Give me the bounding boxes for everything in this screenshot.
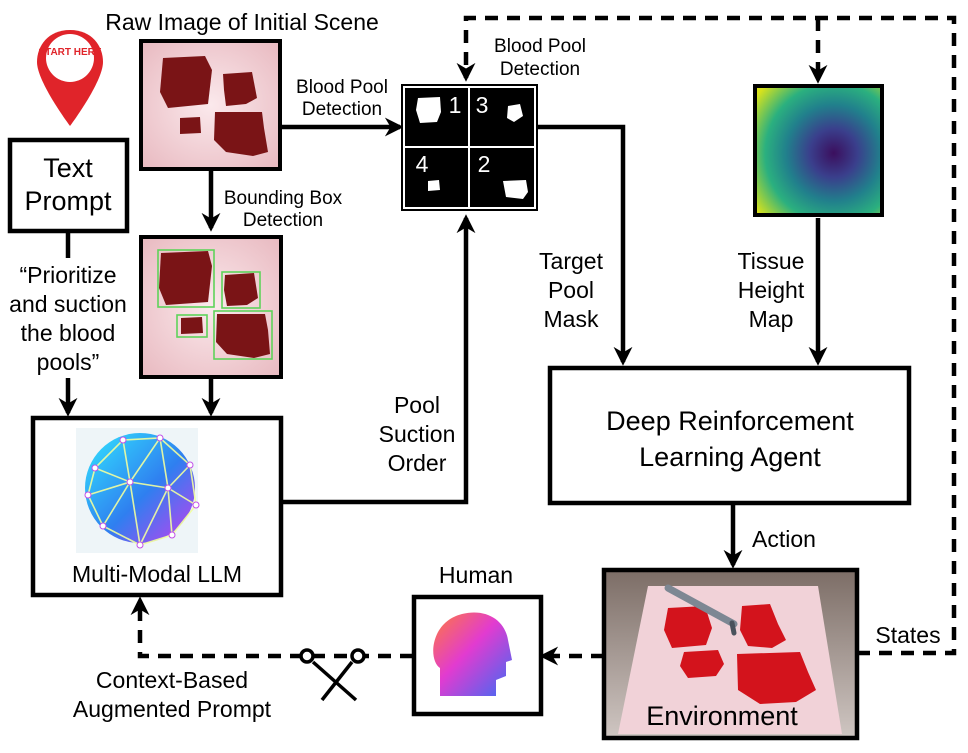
svg-text:Mask: Mask	[544, 306, 599, 332]
raw-image	[139, 39, 282, 171]
text-prompt-line-2: Prompt	[24, 186, 112, 216]
text-prompt-line-1: Text	[43, 153, 93, 183]
blood-pool-detection-label-top-2: Detection	[500, 59, 580, 80]
svg-text:Tissue: Tissue	[738, 248, 805, 274]
bbox-detection-label-2: Detection	[243, 210, 323, 231]
blood-pool-detection-label-left-1: Blood Pool	[296, 77, 388, 98]
pool-mask-grid: 1 3 4 2	[401, 84, 538, 211]
arrow-grid-to-agent	[537, 124, 633, 366]
svg-text:Pool: Pool	[394, 392, 440, 418]
sphere-network-icon	[76, 428, 200, 553]
pool-suction-order-label: Pool Suction Order	[379, 392, 456, 476]
arrow-llm-to-grid	[282, 214, 476, 505]
svg-text:Height: Height	[738, 277, 805, 303]
tissue-height-map	[753, 84, 884, 217]
svg-text:and suction: and suction	[9, 291, 127, 317]
surgical-tool-icon	[664, 584, 738, 636]
drl-agent-line-2: Learning Agent	[639, 442, 821, 472]
bbox-detection-label-1: Bounding Box	[224, 188, 343, 209]
arrow-human-to-llm	[130, 596, 413, 659]
scissors-icon	[299, 648, 366, 702]
svg-text:pools”: pools”	[37, 349, 100, 375]
human-head-icon	[433, 612, 525, 696]
drl-agent-line-1: Deep Reinforcement	[606, 406, 854, 436]
blood-pool-detection-label-top-1: Blood Pool	[494, 36, 586, 57]
llm-label: Multi-Modal LLM	[72, 561, 242, 587]
text-prompt-box	[7, 137, 130, 234]
blood-pool-detection-label-left-2: Detection	[302, 99, 382, 120]
start-label: START HERE	[38, 47, 101, 58]
svg-text:Pool: Pool	[548, 277, 594, 303]
prompt-quote: “Prioritize and suction the blood pools”	[9, 262, 127, 375]
dashed-connectors	[130, 15, 957, 666]
svg-text:3: 3	[476, 92, 489, 118]
target-pool-mask-label: Target Pool Mask	[539, 248, 604, 332]
drl-agent-box	[547, 365, 912, 506]
tissue-height-map-label: Tissue Height Map	[738, 248, 805, 332]
raw-image-title: Raw Image of Initial Scene	[105, 9, 379, 35]
svg-text:2: 2	[478, 151, 491, 177]
human-label: Human	[439, 562, 513, 588]
states-feedback-loop	[456, 15, 957, 656]
location-pin-icon: START HERE	[37, 30, 103, 126]
bbox-image	[139, 235, 283, 379]
svg-text:4: 4	[416, 151, 429, 177]
svg-text:Target: Target	[539, 248, 604, 274]
connectors	[58, 117, 828, 569]
augmented-prompt-line-1: Context-Based	[96, 667, 248, 693]
svg-text:1: 1	[449, 92, 462, 118]
environment-image	[601, 567, 860, 741]
states-label: States	[875, 622, 940, 648]
augmented-prompt-line-2: Augmented Prompt	[73, 696, 272, 722]
svg-text:“Prioritize: “Prioritize	[19, 262, 116, 288]
svg-text:Suction: Suction	[379, 421, 456, 447]
environment-label: Environment	[646, 701, 798, 731]
svg-text:Map: Map	[749, 306, 794, 332]
svg-text:Order: Order	[388, 450, 447, 476]
action-label: Action	[752, 526, 816, 552]
svg-text:the blood: the blood	[21, 320, 116, 346]
